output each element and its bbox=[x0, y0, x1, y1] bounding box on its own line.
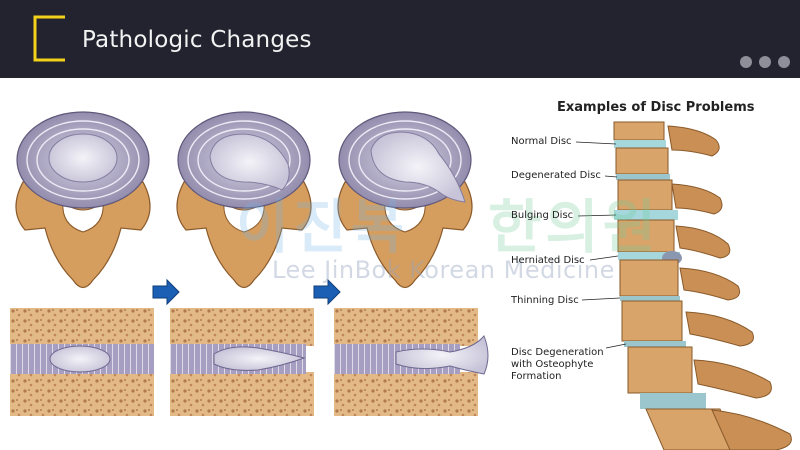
dot bbox=[778, 56, 790, 68]
vertebra-top-view bbox=[176, 111, 312, 289]
label-bulging-disc: Bulging Disc bbox=[511, 210, 574, 221]
disc-herniation-stages-illustration bbox=[10, 111, 792, 450]
slide-title: Pathologic Changes bbox=[82, 27, 312, 53]
dot bbox=[740, 56, 752, 68]
arrow-right-icon bbox=[313, 278, 341, 306]
leader-line bbox=[589, 255, 619, 261]
dot bbox=[759, 56, 771, 68]
leader-line bbox=[575, 141, 617, 145]
spine-illustration bbox=[575, 121, 792, 450]
vertebra-top-view bbox=[337, 111, 473, 289]
slide-header: Pathologic Changes bbox=[0, 0, 800, 78]
spine-title: Examples of Disc Problems bbox=[557, 100, 755, 115]
label-with-osteophyte: with Osteophyte bbox=[511, 359, 594, 370]
more-dots-icon[interactable] bbox=[740, 56, 790, 68]
vertebra-top-view bbox=[15, 111, 151, 289]
label-disc-degeneration: Disc Degeneration bbox=[511, 347, 604, 358]
label-herniated-disc: Herniated Disc bbox=[511, 255, 585, 266]
disc-lateral-section bbox=[334, 308, 489, 416]
watermark-korean-right: 한의원 bbox=[488, 193, 661, 261]
label-thinning-disc: Thinning Disc bbox=[511, 295, 579, 306]
leader-line bbox=[581, 297, 621, 301]
leader-line bbox=[577, 214, 617, 217]
label-normal-disc: Normal Disc bbox=[511, 136, 572, 147]
label-degenerated-disc: Degenerated Disc bbox=[511, 170, 601, 181]
bracket-logo-icon bbox=[33, 15, 65, 62]
disc-lateral-section bbox=[170, 308, 314, 416]
watermark-korean-left: 이진복 bbox=[236, 193, 409, 261]
disc-lateral-section bbox=[10, 308, 154, 416]
arrow-right-icon bbox=[152, 278, 180, 306]
watermark-english: Lee JinBok Korean Medicine bbox=[272, 256, 615, 284]
label-formation: Formation bbox=[511, 371, 562, 382]
leader-line bbox=[604, 175, 618, 178]
leader-line bbox=[605, 343, 627, 349]
